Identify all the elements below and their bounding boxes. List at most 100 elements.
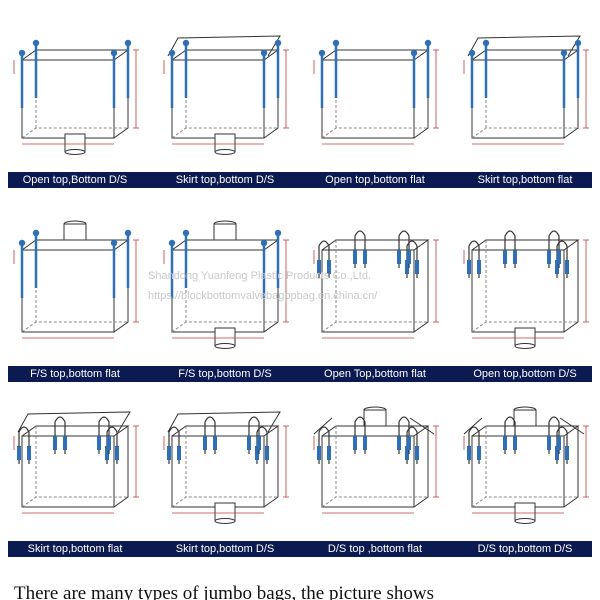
cross-corner-loop: [406, 426, 418, 464]
loop-sleeve: [363, 250, 367, 264]
loop-tip-icon: [482, 39, 490, 47]
bag-cell-6: F/S top,bottom D/S: [150, 212, 300, 382]
loop-sleeve: [327, 446, 331, 460]
bag-cell-11: D/S top ,bottom flat: [300, 398, 450, 557]
loop-tip-icon: [18, 239, 26, 247]
loop-tip-icon: [110, 239, 118, 247]
cross-corner-loop: [18, 426, 30, 464]
bag-drawing: [163, 220, 289, 349]
bag-type-caption: F/S top,bottom D/S: [178, 368, 272, 380]
bag-cell-4: Skirt top,bottom flat: [450, 22, 600, 188]
loop-tip-icon: [274, 39, 282, 47]
bag-drawing: [313, 39, 439, 145]
loop-sleeve: [555, 446, 559, 460]
loop-sleeve: [557, 436, 561, 450]
bag-type-caption: Skirt top,bottom D/S: [175, 543, 275, 555]
bag-drawing: [463, 230, 589, 349]
loop-sleeve: [513, 250, 517, 264]
loop-sleeve: [255, 446, 259, 460]
skirt-top: [467, 35, 581, 57]
filling-spout: [63, 223, 87, 241]
loop-sleeve: [353, 250, 357, 264]
cross-corner-loop: [354, 230, 366, 268]
caption-band-row-2: [8, 366, 592, 382]
loop-tip-icon: [332, 39, 340, 47]
bag-side-edge: [413, 426, 429, 508]
loop-sleeve: [397, 436, 401, 450]
loop-tip-icon: [260, 239, 268, 247]
bag-cell-12: D/S top,bottom D/S: [450, 398, 600, 557]
loop-sleeve: [17, 446, 21, 460]
loop-sleeve: [513, 436, 517, 450]
bag-hidden-edge: [471, 127, 578, 139]
loop-tip-icon: [182, 39, 190, 47]
loop-tip-icon: [424, 39, 432, 47]
discharge-spout-rim: [214, 343, 236, 349]
bag-side-edge: [563, 50, 579, 139]
bag-type-caption: Open top,bottom flat: [325, 174, 425, 186]
bag-top-edge: [21, 49, 130, 61]
bag-side-edge: [563, 240, 579, 333]
loop-sleeve: [565, 446, 569, 460]
loop-sleeve: [107, 436, 111, 450]
loop-sleeve: [363, 436, 367, 450]
watermark-url: https://blockbottomvalvebagppbag.en.chin…: [148, 290, 378, 302]
bag-drawing: [163, 35, 289, 155]
bag-side-edge: [263, 426, 279, 508]
footer-text: There are many types of jumbo bags, the …: [14, 583, 434, 600]
cross-corner-loop: [54, 416, 66, 454]
cross-corner-loop: [256, 426, 268, 464]
discharge-spout-rim: [514, 343, 536, 349]
bag-cell-3: Open top,bottom flat: [300, 22, 450, 188]
bag-hidden-edge: [21, 321, 128, 333]
bag-hidden-edge: [471, 321, 578, 333]
bag-hidden-edge: [21, 496, 128, 508]
loop-sleeve: [467, 446, 471, 460]
loop-tip-icon: [124, 229, 132, 237]
loop-sleeve: [317, 260, 321, 274]
bag-drawing: [463, 406, 589, 524]
bag-drawing: [463, 35, 589, 145]
loop-sleeve: [213, 436, 217, 450]
cross-corner-loop: [248, 416, 260, 454]
cross-corner-loop: [98, 416, 110, 454]
loop-sleeve: [555, 260, 559, 274]
bag-top-edge: [171, 49, 280, 61]
loop-sleeve: [503, 250, 507, 264]
loop-tip-icon: [32, 229, 40, 237]
loop-sleeve: [115, 446, 119, 460]
loop-sleeve: [203, 436, 207, 450]
cross-corner-loop: [548, 416, 560, 454]
loop-sleeve: [415, 260, 419, 274]
caption-band-row-3: [8, 541, 592, 557]
loop-sleeve: [257, 436, 261, 450]
loop-sleeve: [63, 436, 67, 450]
loop-sleeve: [397, 250, 401, 264]
loop-tip-icon: [32, 39, 40, 47]
loop-sleeve: [565, 260, 569, 274]
loop-sleeve: [405, 260, 409, 274]
bag-type-caption: Skirt top,bottom D/S: [175, 174, 275, 186]
bag-drawing: [13, 411, 139, 514]
loop-tip-icon: [182, 229, 190, 237]
loop-tip-icon: [574, 39, 582, 47]
discharge-spout-rim: [64, 149, 86, 155]
loop-sleeve: [317, 446, 321, 460]
bag-type-caption: D/S top ,bottom flat: [327, 543, 423, 555]
loop-sleeve: [247, 436, 251, 450]
cross-corner-loop: [106, 426, 118, 464]
loop-tip-icon: [560, 49, 568, 57]
loop-sleeve: [27, 446, 31, 460]
loop-sleeve: [53, 436, 57, 450]
loop-tip-icon: [124, 39, 132, 47]
skirt-top: [167, 411, 281, 433]
loop-sleeve: [177, 446, 181, 460]
bag-side-edge: [263, 240, 279, 333]
bag-top-edge: [471, 49, 580, 61]
loop-tip-icon: [468, 49, 476, 57]
loop-sleeve: [503, 436, 507, 450]
bag-front-face: [321, 249, 415, 333]
discharge-spout-rim: [214, 518, 236, 524]
bag-side-edge: [563, 426, 579, 508]
bag-hidden-edge: [321, 321, 428, 333]
